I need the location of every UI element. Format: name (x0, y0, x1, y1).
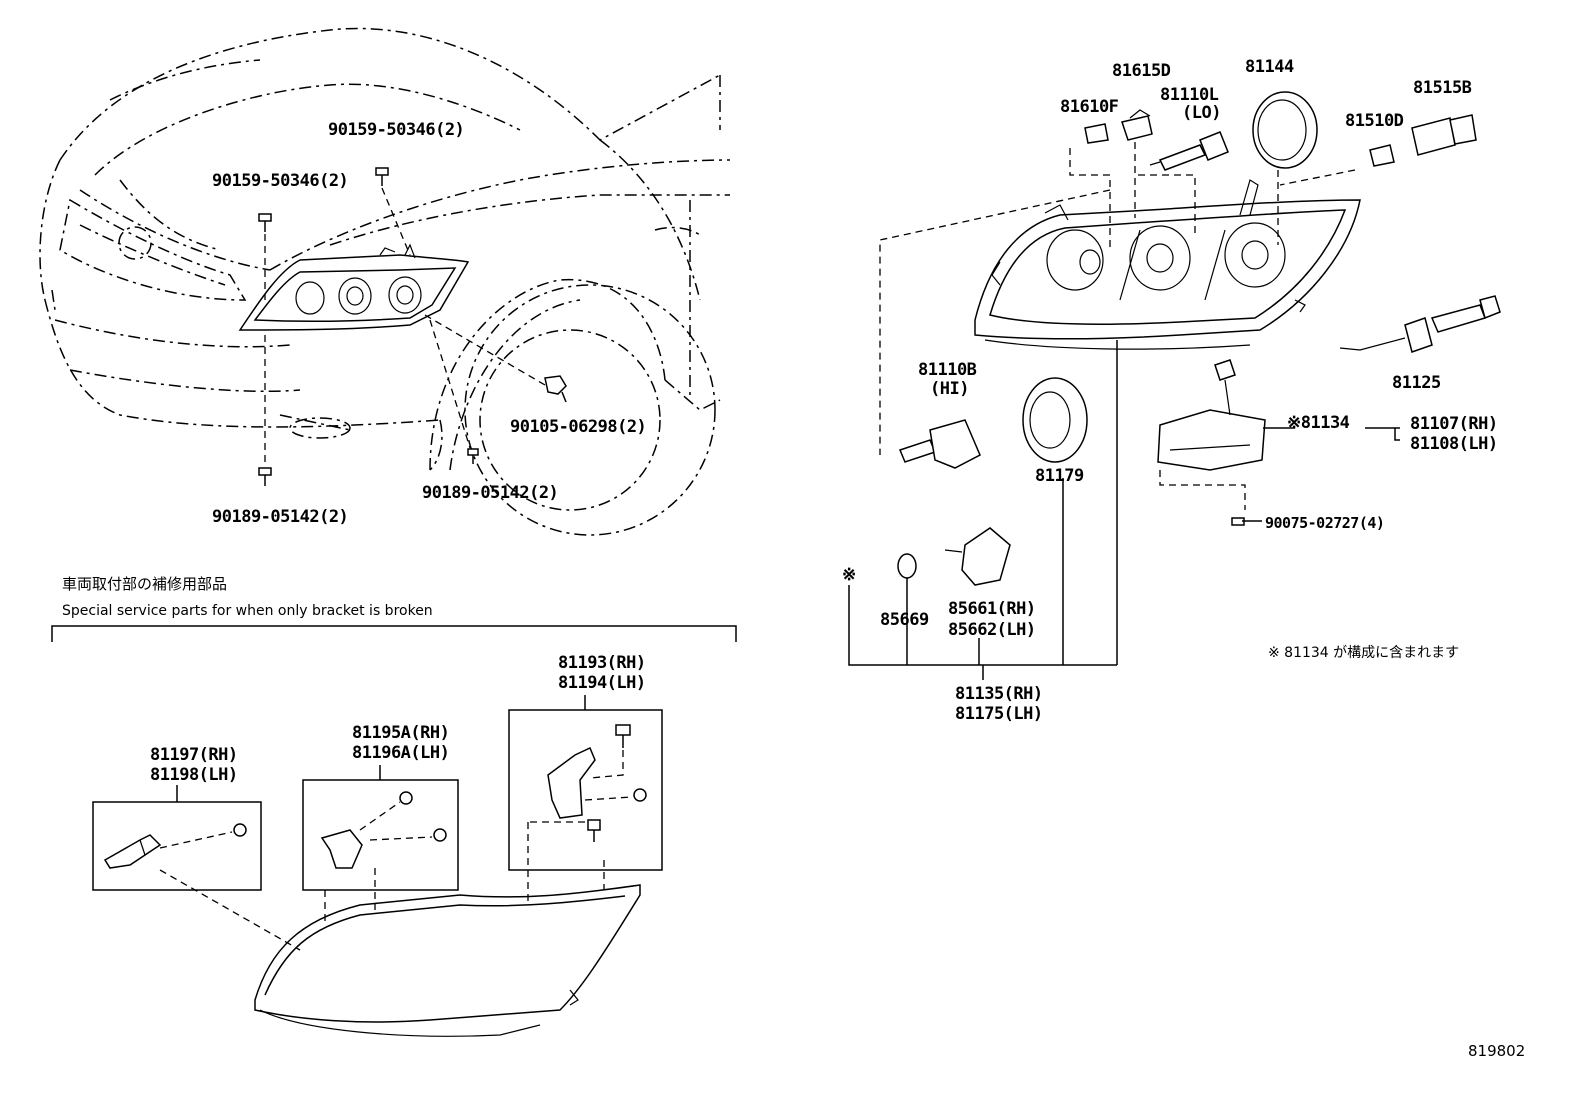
label-81510D: 81510D (1345, 111, 1404, 131)
bulb-81610F-icon (1084, 123, 1109, 144)
ballast-81107-icon (1157, 359, 1266, 510)
bolt-icon (467, 448, 479, 464)
service-parts-bracket-line (51, 625, 737, 642)
label-81110L: 81110L (1160, 85, 1219, 105)
label-81198: 81198(LH) (150, 765, 238, 785)
label-bolt-90159-upper: 90159-50346(2) (328, 120, 464, 140)
label-81108: 81108(LH) (1410, 434, 1498, 454)
label-81175: 81175(LH) (955, 704, 1043, 724)
label-81107: 81107(RH) (1410, 414, 1498, 434)
label-81610F: 81610F (1060, 97, 1119, 117)
bulb-81510D-icon (1369, 144, 1395, 167)
label-81135: 81135(RH) (955, 684, 1043, 704)
label-screw-90105: 90105-06298(2) (510, 417, 646, 437)
service-parts-title-en: Special service parts for when only brac… (62, 603, 433, 619)
label-bolt-90159: 90159-50346(2) (212, 171, 348, 191)
label-bolt-90189: 90189-05142(2) (212, 507, 348, 527)
car-front-illustration (39, 27, 731, 536)
bolt-icon (258, 467, 272, 486)
label-90075: 90075-02727(4) (1265, 514, 1384, 532)
actuator-85661-icon (944, 527, 1011, 586)
bulb-81110B-icon (898, 419, 981, 469)
label-81615D: 81615D (1112, 61, 1171, 81)
bolt-icon (375, 167, 389, 186)
label-81110B: 81110B (918, 360, 977, 380)
label-85662: 85662(LH) (948, 620, 1036, 640)
socket-81125-icon (1339, 295, 1501, 353)
oring-85669-icon (897, 553, 917, 579)
label-81134: ※81134 (1287, 413, 1350, 433)
headlamp-lens-drawing (159, 822, 641, 1037)
label-bolt-90189-fender: 90189-05142(2) (422, 483, 558, 503)
label-85669: 85669 (880, 610, 929, 630)
label-81144: 81144 (1245, 57, 1294, 77)
bolt-icon (258, 213, 272, 232)
bracket-81195A-drawing (320, 791, 447, 869)
bracket-81193-drawing (530, 724, 647, 842)
label-asterisk: ※ (842, 565, 856, 585)
label-81195A: 81195A(RH) (352, 723, 449, 743)
diagram-code: 819802 (1468, 1042, 1525, 1060)
label-81193: 81193(RH) (558, 653, 646, 673)
label-81110B-hi: (HI) (930, 379, 969, 399)
label-81197: 81197(RH) (150, 745, 238, 765)
label-81110L-lo: (LO) (1182, 103, 1221, 123)
service-parts-title-jp: 車両取付部の補修用部品 (62, 575, 227, 593)
headlamp-assembly-drawing (879, 142, 1361, 455)
bracket-box-81197 (92, 801, 262, 891)
bulb-81110L-icon (1149, 131, 1229, 171)
cap-81179-icon (1022, 377, 1088, 463)
socket-81515B-icon (1411, 114, 1477, 156)
label-81125: 81125 (1392, 373, 1441, 393)
note-81134-included: ※ 81134 が構成に含まれます (1268, 645, 1459, 661)
label-81515B: 81515B (1413, 78, 1472, 98)
screw-90075-icon (1231, 517, 1245, 526)
screw-icon (544, 375, 567, 403)
label-81196A: 81196A(LH) (352, 743, 449, 763)
label-81194: 81194(LH) (558, 673, 646, 693)
bracket-81197-drawing (103, 823, 247, 869)
cap-81144-icon (1252, 91, 1318, 169)
label-81179: 81179 (1035, 466, 1084, 486)
socket-81615D-icon (1121, 109, 1153, 141)
label-85661: 85661(RH) (948, 599, 1036, 619)
